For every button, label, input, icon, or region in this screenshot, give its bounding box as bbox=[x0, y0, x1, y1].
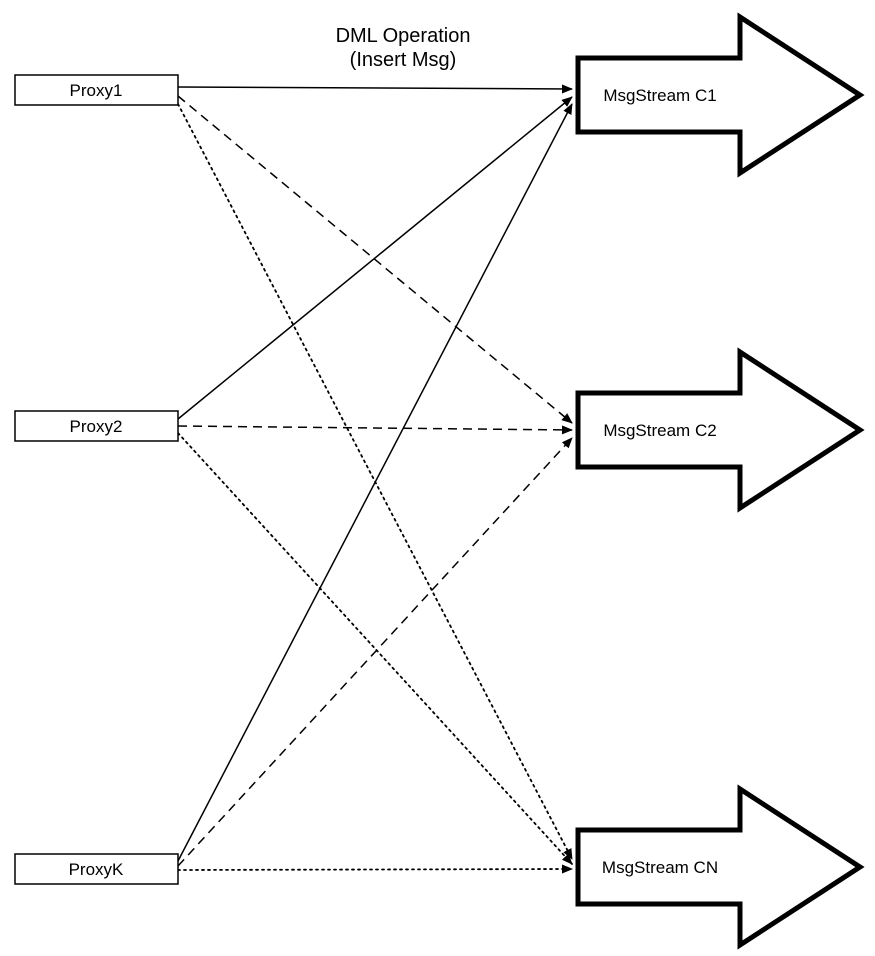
proxy1-box bbox=[14, 74, 179, 106]
msgstream-c1-label: MsgStream C1 bbox=[603, 86, 716, 105]
msgstream-c1-arrow-shape bbox=[575, 12, 865, 178]
proxyk-node: ProxyK bbox=[14, 853, 179, 885]
proxy2-label: Proxy2 bbox=[70, 417, 123, 436]
proxy2-node: Proxy2 bbox=[14, 410, 179, 442]
edge-proxy1-msgstream-c1 bbox=[177, 84, 573, 94]
diagram-title-line2: (Insert Msg) bbox=[350, 49, 457, 71]
edge-proxy2-msgstream-cn bbox=[177, 432, 573, 865]
edge-proxy1-msgstream-cn bbox=[177, 103, 573, 860]
edge-proxyk-msgstream-cn bbox=[177, 864, 573, 874]
edge-proxyk-msgstream-c2 bbox=[177, 437, 573, 867]
diagram-title-line1: DML Operation bbox=[336, 25, 471, 47]
proxyk-box bbox=[14, 853, 179, 885]
proxyk-label: ProxyK bbox=[69, 860, 124, 879]
msgstream-c1-node: MsgStream C1 bbox=[575, 12, 865, 178]
msgstream-cn-label: MsgStream CN bbox=[602, 858, 718, 877]
proxy1-node: Proxy1 bbox=[14, 74, 179, 106]
edge-proxy1-msgstream-c2 bbox=[177, 95, 573, 424]
msgstream-cn-node: MsgStream CN bbox=[575, 784, 865, 950]
msgstream-c2-arrow-shape bbox=[575, 347, 865, 513]
msgstream-c2-node: MsgStream C2 bbox=[575, 347, 865, 513]
msgstream-c2-label: MsgStream C2 bbox=[603, 421, 716, 440]
proxy2-box bbox=[14, 410, 179, 442]
edge-proxy2-msgstream-c1 bbox=[177, 96, 573, 420]
msgstream-cn-arrow-shape bbox=[575, 784, 865, 950]
proxy1-label: Proxy1 bbox=[70, 81, 123, 100]
edge-proxy2-msgstream-c2 bbox=[177, 425, 573, 435]
